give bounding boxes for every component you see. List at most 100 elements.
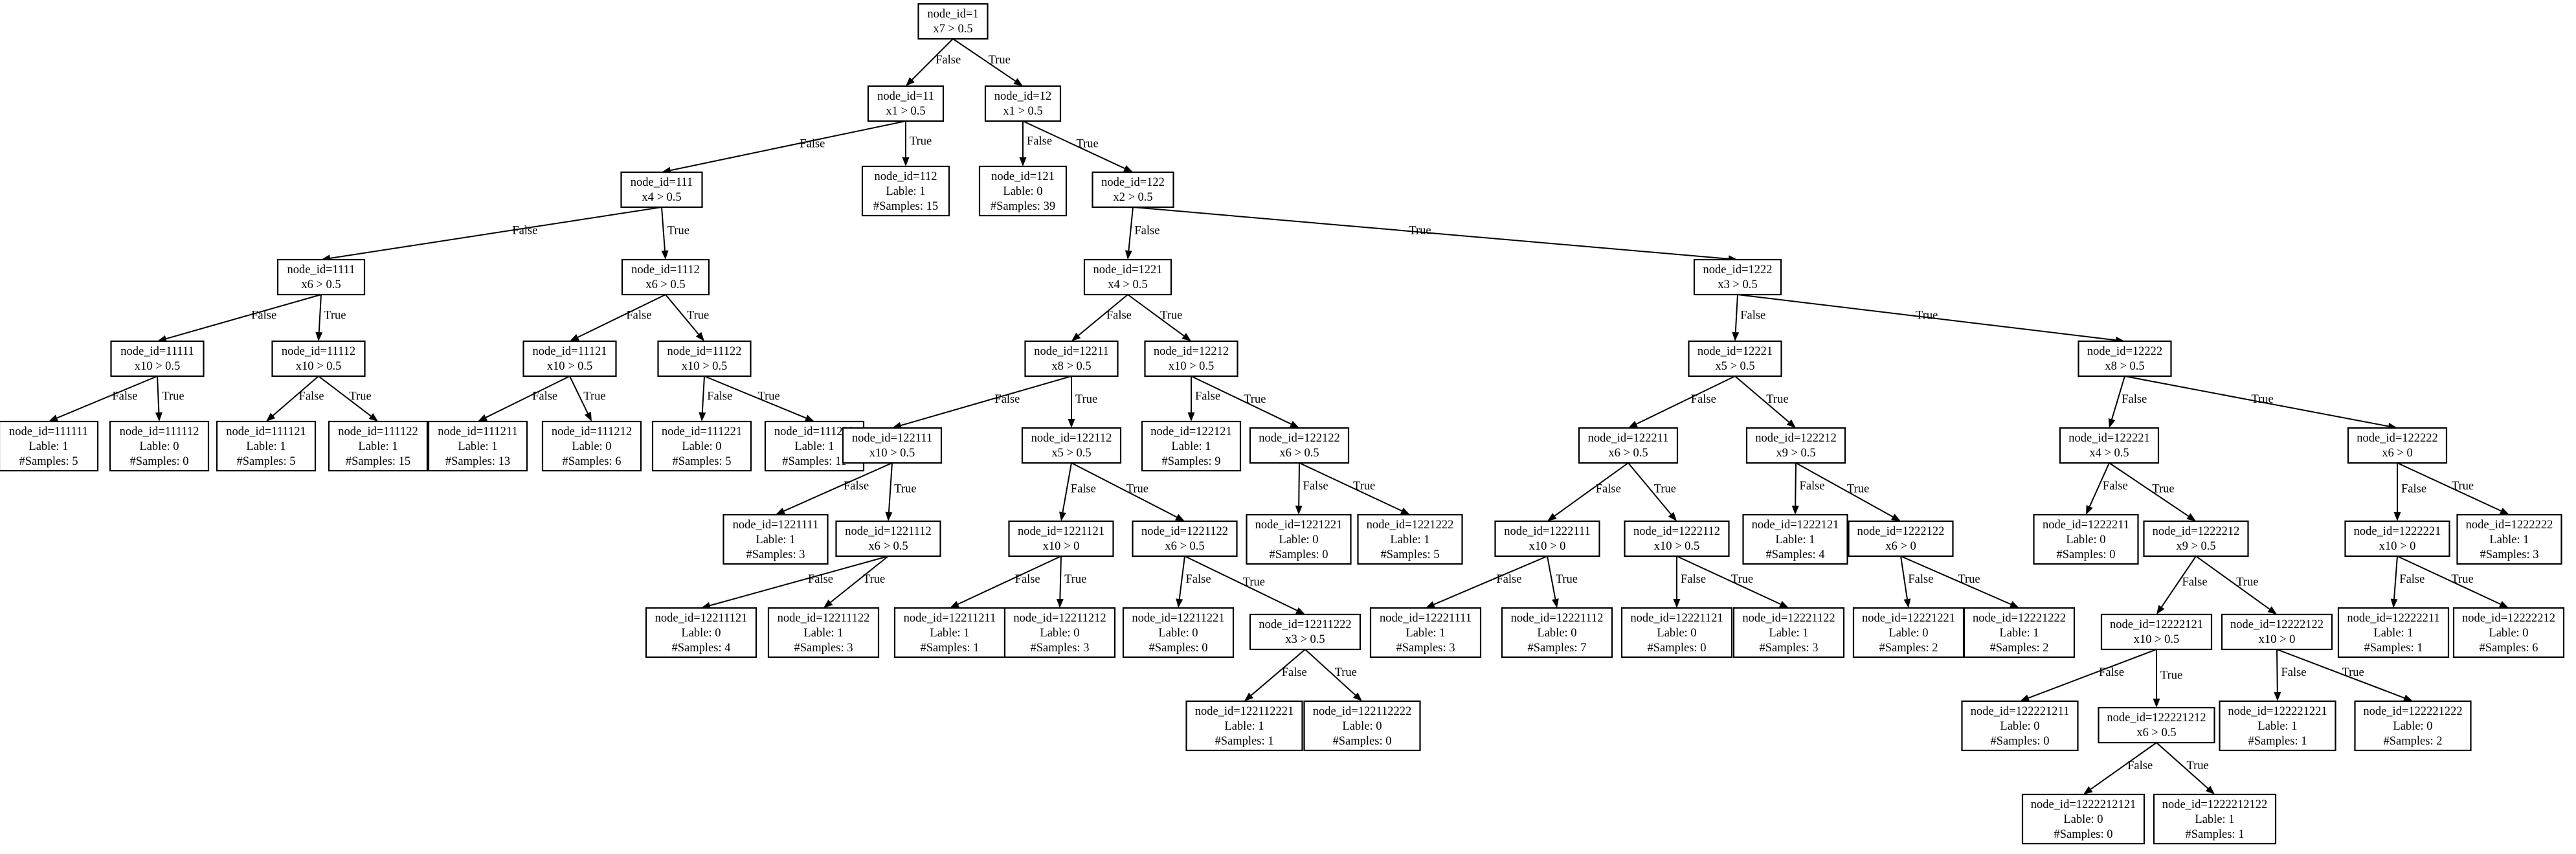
- node-split-condition: x9 > 0.5: [1776, 447, 1815, 460]
- false-edge-label: False: [2103, 480, 2128, 493]
- edge-arrowhead: [1628, 420, 1638, 428]
- node-class-label: Lable: 0: [572, 440, 611, 453]
- node-id-label: node_id=12212: [1154, 345, 1229, 358]
- true-edge-label: True: [989, 54, 1011, 67]
- edge-arrowhead: [1059, 511, 1066, 521]
- node-id-label: node_id=122222: [2357, 432, 2438, 445]
- false-edge-label: False: [707, 390, 732, 403]
- tree-node-box: [1144, 340, 1238, 377]
- node-id-label: node_id=1222111: [1504, 525, 1590, 538]
- node-id-label: node_id=1221122: [1141, 525, 1228, 538]
- edge-arrowhead: [1426, 601, 1436, 608]
- tree-node-box: [1249, 427, 1350, 464]
- tree-node-box: [1852, 607, 1965, 658]
- edge-arrowhead: [1056, 598, 1064, 608]
- node-class-label: Lable: 1: [1224, 720, 1264, 733]
- tree-node-box: [651, 420, 752, 472]
- node-id-label: node_id=12221122: [1742, 612, 1835, 625]
- true-edge-label: True: [1126, 483, 1148, 496]
- tree-node-box: [1303, 700, 1421, 752]
- node-samples-label: #Samples: 3: [1396, 642, 1455, 655]
- true-edge: [1628, 462, 1672, 515]
- node-split-condition: x6 > 0: [2382, 447, 2412, 460]
- tree-node: node_id=1222122 x6 > 0: [1848, 520, 1954, 557]
- tree-node-box: [1185, 700, 1303, 752]
- tree-node-box: [216, 420, 317, 472]
- edge-arrowhead: [950, 601, 960, 608]
- edge-arrowhead: [570, 333, 579, 341]
- node-class-label: Lable: 1: [886, 185, 925, 198]
- node-split-condition: x6 > 0: [1885, 540, 1916, 553]
- true-edge: [1734, 376, 1789, 423]
- node-id-label: node_id=12221221: [1862, 612, 1955, 625]
- node-split-condition: x10 > 0.5: [682, 360, 728, 373]
- tree-node-box: [109, 420, 210, 472]
- tree-node-box: [917, 3, 989, 40]
- edge-arrowhead: [1068, 419, 1075, 428]
- true-edge: [830, 556, 889, 603]
- node-samples-label: #Samples: 6: [563, 455, 622, 468]
- tree-node-box: [2100, 613, 2213, 651]
- tree-node-box: [2059, 427, 2160, 464]
- true-edge: [2109, 462, 2189, 517]
- node-id-label: node_id=12222212: [2462, 612, 2555, 625]
- edge-arrowhead: [2083, 786, 2093, 794]
- false-edge: [1178, 556, 1185, 600]
- node-class-label: Lable: 1: [1390, 534, 1429, 546]
- tree-node-box: [1092, 171, 1174, 208]
- tree-node-box: [271, 340, 366, 377]
- node-split-condition: x1 > 0.5: [1003, 105, 1042, 118]
- node-id-label: node_id=12211222: [1259, 618, 1351, 631]
- true-edge-label: True: [2452, 480, 2474, 493]
- tree-node-box: [1693, 258, 1782, 296]
- node-class-label: Lable: 1: [358, 440, 398, 453]
- edge-arrowhead: [1176, 598, 1183, 608]
- tree-node-box: [1961, 700, 2079, 752]
- edge-arrowhead: [1295, 505, 1303, 515]
- node-id-label: node_id=111121: [226, 425, 306, 438]
- node-class-label: Lable: 0: [1003, 185, 1042, 198]
- true-edge-label: True: [863, 573, 885, 586]
- edge-arrowhead: [2156, 605, 2165, 614]
- node-class-label: Lable: 1: [756, 534, 795, 546]
- true-edge: [1900, 556, 2011, 605]
- node-id-label: node_id=12221112: [1511, 612, 1604, 625]
- tree-node-box: [2098, 706, 2215, 744]
- node-id-label: node_id=111122: [338, 425, 418, 438]
- node-class-label: Lable: 1: [2195, 813, 2234, 826]
- node-split-condition: x6 > 0.5: [868, 540, 908, 553]
- false-edge-label: False: [1134, 224, 1159, 237]
- edge-arrowhead: [49, 414, 59, 421]
- node-class-label: Lable: 1: [1775, 534, 1815, 546]
- node-class-label: Lable: 0: [1888, 627, 1928, 640]
- node-class-label: Lable: 0: [2000, 720, 2039, 733]
- node-split-condition: x10 > 0: [2379, 540, 2416, 553]
- tree-node-box: [1021, 427, 1122, 464]
- true-edge: [1305, 649, 1356, 696]
- true-edge-label: True: [2251, 393, 2273, 406]
- true-edge-label: True: [324, 309, 346, 322]
- node-class-label: Lable: 1: [803, 627, 843, 640]
- edge-arrowhead: [157, 335, 167, 343]
- true-edge-label: True: [162, 390, 184, 403]
- edge-arrowhead: [804, 414, 814, 421]
- node-samples-label: #Samples: 15: [346, 455, 410, 468]
- tree-node-box: [2354, 700, 2472, 752]
- true-edge-label: True: [2160, 669, 2182, 682]
- node-id-label: node_id=1222122: [1857, 525, 1945, 538]
